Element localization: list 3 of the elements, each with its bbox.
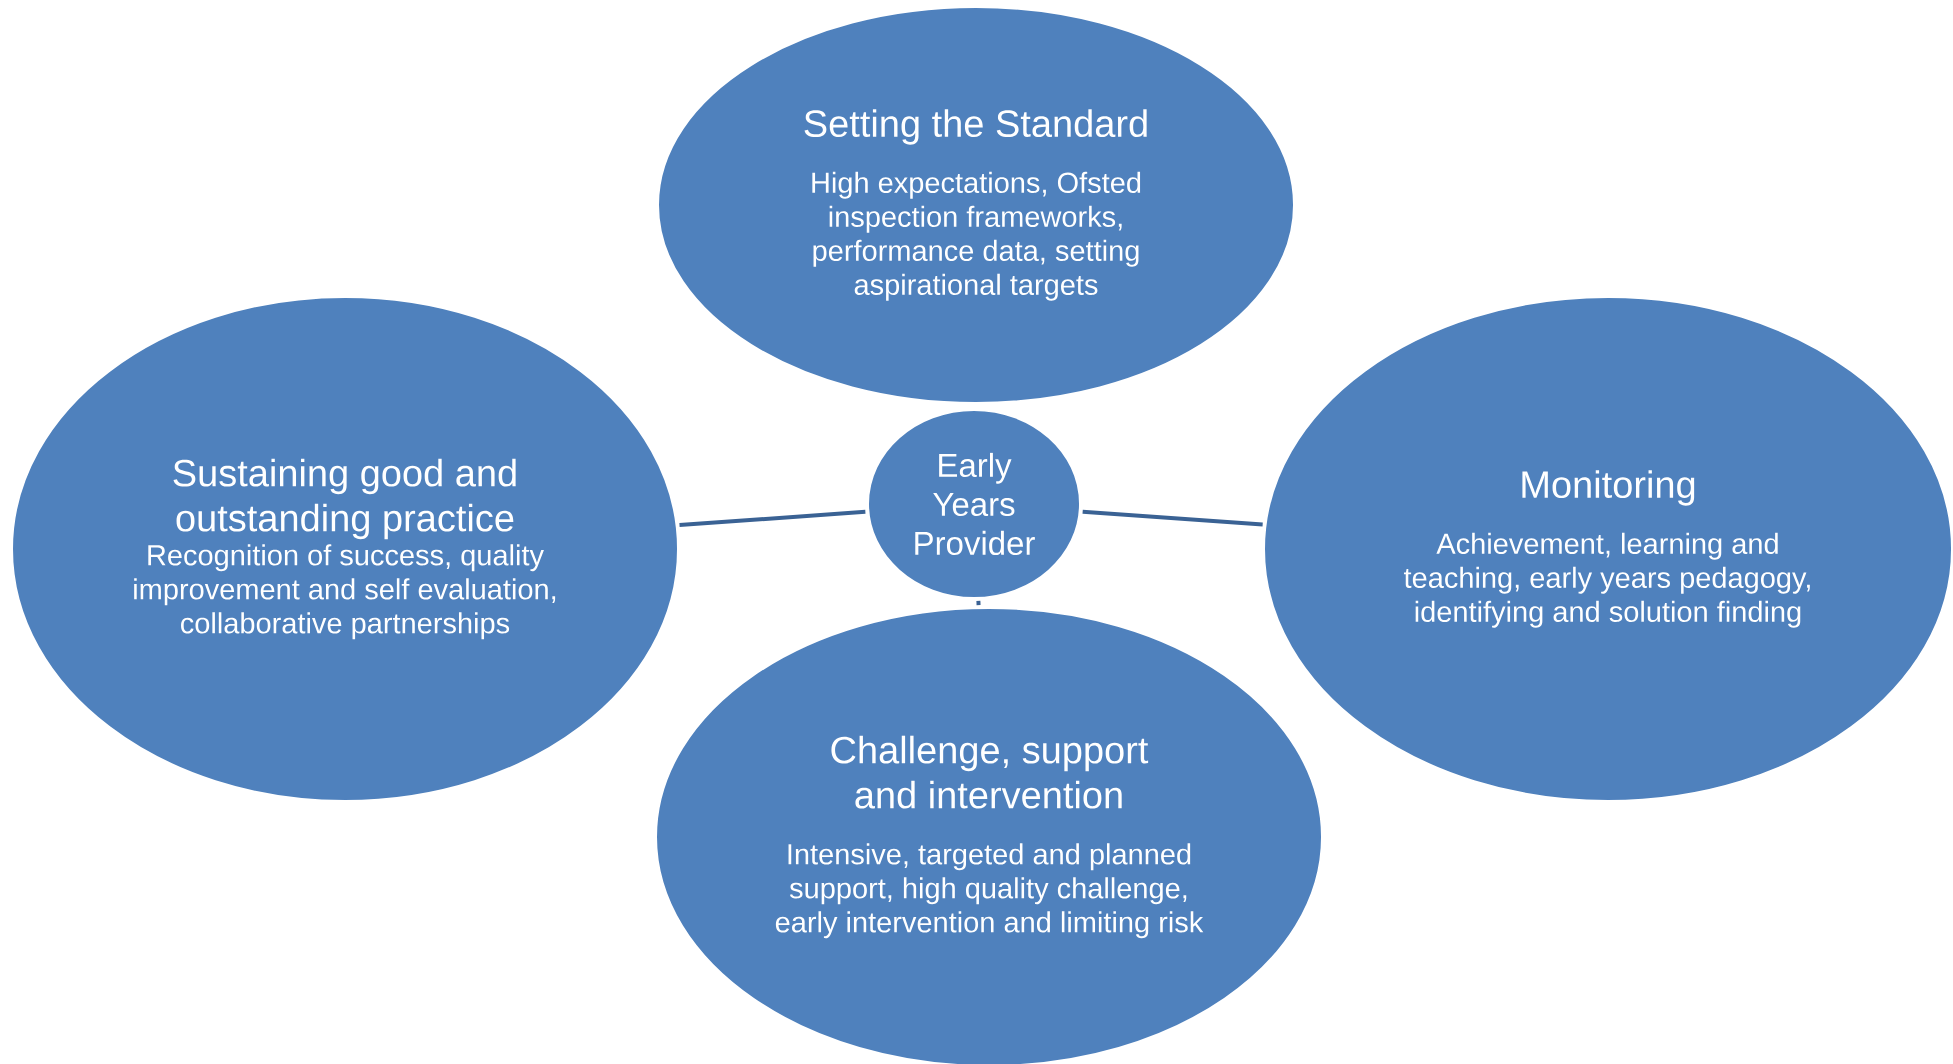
connector-line xyxy=(1082,509,1263,527)
connector-line xyxy=(976,600,981,606)
connector-line xyxy=(679,509,866,528)
